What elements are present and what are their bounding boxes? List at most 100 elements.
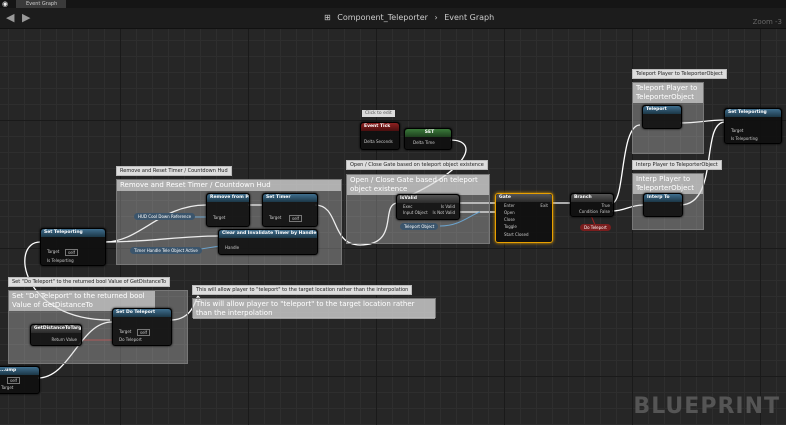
clear-invalidate-timer-node[interactable]: Clear and Invalidate Timer by Handle Han… <box>218 229 318 255</box>
pin-start-closed: Start Closed <box>504 232 529 237</box>
pin-exit: Exit <box>540 203 548 208</box>
comment-header: Set "Do Teleport" to the returned bool V… <box>9 291 155 311</box>
breadcrumb: ⊞ Component_Teleporter › Event Graph <box>324 13 498 22</box>
set-teleporting-node-right[interactable]: Set Teleporting Target Is Teleporting <box>724 108 782 144</box>
comment-header: Interp Player to TeleporterObject <box>633 174 703 194</box>
pin-do-teleport: Do Teleport <box>119 337 142 342</box>
node-title: Event Tick <box>361 123 399 131</box>
pin-input-object: Input Object <box>403 210 428 215</box>
click-to-edit-comment[interactable]: Click to edit <box>362 110 395 117</box>
pin-is-teleporting: Is Teleporting <box>47 258 74 263</box>
pin-target: Target <box>47 249 60 254</box>
partial-node-bottom-left[interactable]: ...ump self Target <box>0 366 40 394</box>
node-title: Set Do Teleport <box>113 309 171 317</box>
pin-target: Target <box>1 385 14 390</box>
pin-target: Target <box>269 215 282 220</box>
node-title: Branch <box>571 194 613 202</box>
pin-self[interactable]: self <box>289 215 303 222</box>
teleport-node[interactable]: Teleport <box>642 105 682 129</box>
pin-self[interactable]: self <box>65 249 79 256</box>
comment-header: Open / Close Gate based on teleport obje… <box>347 175 489 195</box>
wire <box>679 119 726 124</box>
breadcrumb-graph[interactable]: Event Graph <box>444 13 495 22</box>
pin-target: Target <box>119 329 132 334</box>
node-title: IsValid <box>397 195 459 203</box>
node-title: Teleport <box>643 106 681 114</box>
is-valid-node[interactable]: IsValid Exec Input Object Is Valid Is No… <box>396 194 460 220</box>
hud-cooldown-variable[interactable]: HUD Cool Down Reference <box>134 213 196 220</box>
node-title: ...ump <box>0 367 39 375</box>
wire <box>104 235 219 243</box>
branch-node[interactable]: Branch Condition True False <box>570 193 614 217</box>
interp-to-node[interactable]: Interp To <box>643 193 683 217</box>
get-distance-to-target-node[interactable]: GetDistanceToTarget Return Value <box>30 324 82 346</box>
tab-bar: ◉ Event Graph <box>0 0 786 8</box>
pin-self[interactable]: self <box>7 377 21 384</box>
nav-bar: ◀ ▶ ⊞ Component_Teleporter › Event Graph… <box>0 8 786 29</box>
node-title: Set Timer <box>263 194 317 202</box>
wire <box>611 204 644 212</box>
pin-target: Target <box>731 128 744 133</box>
pin-close: Close <box>504 217 515 222</box>
set-do-teleport-node[interactable]: Set Do Teleport Target self Do Teleport <box>112 308 172 346</box>
do-teleport-variable[interactable]: Do Teleport <box>580 224 611 231</box>
pin-toggle: Toggle <box>504 224 517 229</box>
comment-tooltip: Open / Close Gate based on teleport obje… <box>346 160 488 170</box>
wire <box>439 211 481 227</box>
pin-label: Delta Time <box>413 140 435 145</box>
pin-exec: Exec <box>403 204 413 209</box>
comment-tooltip: Remove and Reset Timer / Countdown Hud <box>116 166 232 176</box>
comment-tooltip: This will allow player to "teleport" to … <box>192 285 413 295</box>
node-title: SET <box>405 129 451 137</box>
breadcrumb-separator: › <box>434 13 438 22</box>
comment-box-allow-player[interactable]: This will allow player to "teleport" to … <box>192 298 436 319</box>
set-delta-time-node[interactable]: SET Delta Time <box>404 128 452 150</box>
node-title: Set Teleporting <box>41 229 105 237</box>
zoom-level: Zoom -3 <box>752 18 782 26</box>
pin-open: Open <box>504 210 515 215</box>
blueprint-watermark: BLUEPRINT <box>633 394 780 419</box>
event-tick-node[interactable]: Event Tick Delta Seconds <box>360 122 400 150</box>
forward-arrow-icon[interactable]: ▶ <box>22 11 31 24</box>
comment-tooltip: Set "Do Teleport" to the returned bool V… <box>8 277 171 287</box>
node-title: Interp To <box>644 194 682 202</box>
node-title: Gate <box>496 194 552 202</box>
comment-header: This will allow player to "teleport" to … <box>193 299 435 319</box>
pin-self[interactable]: self <box>137 329 151 336</box>
timer-handle-variable[interactable]: Timer Handle Tele Object Active <box>130 247 202 254</box>
comment-header: Teleport Player to TeleporterObject <box>633 83 703 103</box>
wire <box>611 124 641 204</box>
gate-node[interactable]: Gate Enter Open Close Toggle Start Close… <box>495 193 553 243</box>
teleport-object-variable[interactable]: Teleport Object <box>400 223 439 230</box>
pin-true: True <box>601 203 611 208</box>
grid-icon: ⊞ <box>324 13 331 22</box>
wire <box>314 202 398 246</box>
pin-condition: Condition <box>579 209 599 214</box>
pin-is-teleporting: Is Teleporting <box>731 136 758 141</box>
remove-from-parent-node[interactable]: Remove from Parent Target <box>206 193 250 227</box>
comment-tooltip: Interp Player to TeleporterObject <box>632 160 722 170</box>
pin-label: Delta Seconds <box>364 139 393 144</box>
node-title: Clear and Invalidate Timer by Handle <box>219 230 317 238</box>
set-timer-node[interactable]: Set Timer Target self <box>262 193 318 227</box>
unreal-logo-icon: ◉ <box>2 0 9 8</box>
pin-is-not-valid: Is Not Valid <box>432 210 455 215</box>
pin-false: False <box>599 209 610 214</box>
comment-tooltip: Teleport Player to TeleporterObject <box>632 69 727 79</box>
node-title: Remove from Parent <box>207 194 249 202</box>
tab-event-graph[interactable]: Event Graph <box>16 0 66 8</box>
node-title: Set Teleporting <box>725 109 781 117</box>
pin-enter: Enter <box>504 203 515 208</box>
wire <box>37 321 113 379</box>
set-teleporting-node-left[interactable]: Set Teleporting Target self Is Teleporti… <box>40 228 106 266</box>
breadcrumb-component[interactable]: Component_Teleporter <box>337 13 428 22</box>
pin-handle: Handle <box>225 245 240 250</box>
pin-target: Target <box>213 215 226 220</box>
pin-is-valid: Is Valid <box>440 204 455 209</box>
back-arrow-icon[interactable]: ◀ <box>6 11 15 24</box>
node-title: GetDistanceToTarget <box>31 325 81 333</box>
comment-header: Remove and Reset Timer / Countdown Hud <box>117 180 341 191</box>
pin-return-value: Return Value <box>51 337 77 342</box>
